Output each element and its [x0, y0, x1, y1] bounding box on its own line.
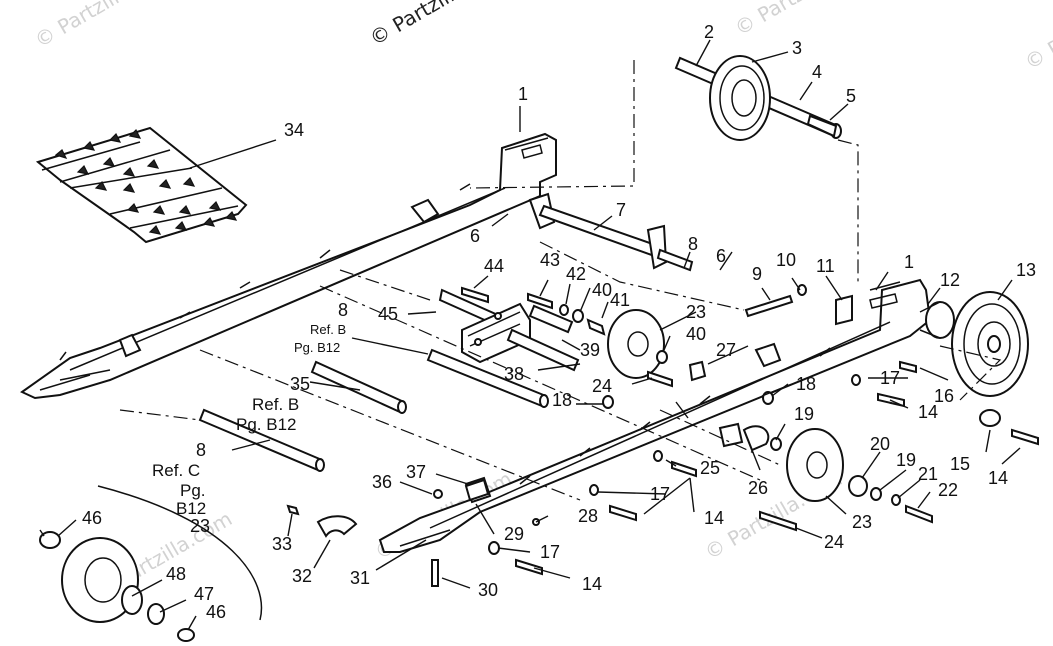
- callout-1: 1: [904, 252, 914, 272]
- ref-8c-line2: Pg.: [180, 481, 206, 500]
- callout-18: 18: [552, 390, 572, 410]
- watermark-faint: © Partzilla.com: [31, 0, 177, 52]
- track-clip-plate: [35, 126, 248, 244]
- callout-16: 16: [934, 386, 954, 406]
- callout-19: 19: [896, 450, 916, 470]
- callout-46: 46: [206, 602, 226, 622]
- callout-5: 5: [846, 86, 856, 106]
- callout-41: 41: [610, 290, 630, 310]
- callout-17: 17: [540, 542, 560, 562]
- bottom-left-wheel: [39, 485, 263, 642]
- callout-11: 11: [816, 256, 835, 276]
- callout-10: 10: [776, 250, 796, 270]
- ref-8c-line3: B12: [176, 499, 206, 518]
- watermark-faint: © Partzilla.com: [1021, 0, 1053, 74]
- ref-8c-line4: 23: [190, 516, 210, 536]
- callout-45: 45: [378, 304, 398, 324]
- ref-35-number: 35: [290, 374, 310, 394]
- callout-44: 44: [484, 256, 504, 276]
- callout-23: 23: [686, 302, 706, 322]
- callout-24: 24: [824, 532, 844, 552]
- callout-14: 14: [582, 574, 602, 594]
- callout-40: 40: [686, 324, 706, 344]
- callout-2: 2: [704, 22, 714, 42]
- ref-8b-number: 8: [338, 300, 348, 320]
- idler-mount: [528, 192, 694, 272]
- callout-39: 39: [580, 340, 600, 360]
- callout-25: 25: [700, 458, 720, 478]
- callout-28: 28: [578, 506, 598, 526]
- callout-47: 47: [194, 584, 214, 604]
- callout-42: 42: [566, 264, 586, 284]
- callout-9: 9: [752, 264, 762, 284]
- rear-wheel: [919, 291, 1029, 397]
- callout-33: 33: [272, 534, 292, 554]
- ref-35-line1: Ref. B: [252, 395, 299, 414]
- lower-wheel: [786, 428, 844, 502]
- callout-40: 40: [592, 280, 612, 300]
- callout-22: 22: [938, 480, 958, 500]
- callout-8: 8: [688, 234, 698, 254]
- callout-6: 6: [470, 226, 480, 246]
- callout-6: 6: [716, 246, 726, 266]
- callout-36: 36: [372, 472, 392, 492]
- mid-wheel: [607, 309, 665, 379]
- ref-8b-line2: Pg. B12: [294, 340, 340, 355]
- callout-20: 20: [870, 434, 890, 454]
- watermark-main: © Partzilla: [366, 0, 469, 50]
- callout-1: 1: [518, 84, 528, 104]
- callout-32: 32: [292, 566, 312, 586]
- ref-35-line2: Pg. B12: [236, 415, 297, 434]
- left-rail: [20, 132, 557, 400]
- alignment-lines: [119, 60, 1002, 501]
- reference-labels: 8 Ref. B Pg. B12 35 Ref. B Pg. B12 8 Ref…: [152, 300, 348, 536]
- callout-38: 38: [504, 364, 524, 384]
- callout-14: 14: [918, 402, 938, 422]
- ref-8c-line1: Ref. C: [152, 461, 200, 480]
- callout-46: 46: [82, 508, 102, 528]
- callout-48: 48: [166, 564, 186, 584]
- callout-14: 14: [988, 468, 1008, 488]
- callout-14: 14: [704, 508, 724, 528]
- leader-lines: [39, 39, 1021, 631]
- callout-26: 26: [748, 478, 768, 498]
- callout-3: 3: [792, 38, 802, 58]
- callout-13: 13: [1016, 260, 1036, 280]
- callout-labels: 1 1 2 3 4 5 6 6 7 8 9 10 11 12 13 14 14 …: [82, 22, 1036, 622]
- callout-21: 21: [918, 464, 938, 484]
- callout-37: 37: [406, 462, 426, 482]
- callout-24: 24: [592, 376, 612, 396]
- watermark-faint: © Partzilla.com: [731, 0, 877, 40]
- upper-idler-axle: [674, 55, 842, 141]
- callout-4: 4: [812, 62, 822, 82]
- callout-23: 23: [852, 512, 872, 532]
- callout-15: 15: [950, 454, 970, 474]
- callout-17: 17: [650, 484, 670, 504]
- callout-34: 34: [284, 120, 304, 140]
- ref-8c-number: 8: [196, 440, 206, 460]
- front-arm-assembly: [461, 302, 580, 372]
- callout-18: 18: [796, 374, 816, 394]
- callout-7: 7: [616, 200, 626, 220]
- callout-30: 30: [478, 580, 498, 600]
- callout-43: 43: [540, 250, 560, 270]
- callout-29: 29: [504, 524, 524, 544]
- callout-19: 19: [794, 404, 814, 424]
- ref-8b-line1: Ref. B: [310, 322, 346, 337]
- callout-12: 12: [940, 270, 960, 290]
- callout-17: 17: [880, 368, 900, 388]
- callout-31: 31: [350, 568, 370, 588]
- callout-27: 27: [716, 340, 736, 360]
